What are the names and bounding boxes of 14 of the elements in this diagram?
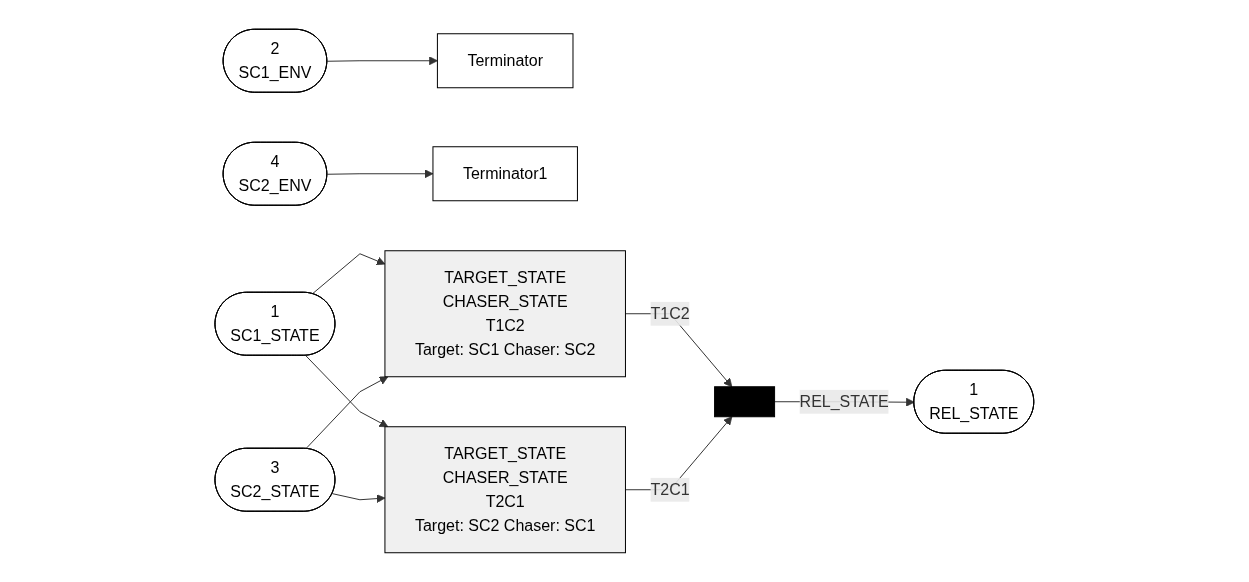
- edge-label: T2C1: [650, 480, 690, 498]
- node-box: TARGET_STATE CHASER_STATE T1C2 Target: SC1 Chaser: SC2: [384, 250, 627, 378]
- arrow: [305, 376, 389, 450]
- arrow: [326, 56, 438, 66]
- node-box: Terminator: [437, 33, 574, 89]
- edge-label: T1C2: [650, 304, 690, 322]
- arrow: [326, 169, 434, 179]
- node-bar: [714, 386, 776, 418]
- arrow: [332, 493, 386, 503]
- node-box: Terminator1: [432, 146, 579, 202]
- node-box: TARGET_STATE CHASER_STATE T2C1 Target: SC2 Chaser: SC1: [384, 426, 627, 554]
- arrow: [311, 253, 386, 295]
- edge-label: REL_STATE: [799, 392, 889, 410]
- arrow: [305, 355, 389, 428]
